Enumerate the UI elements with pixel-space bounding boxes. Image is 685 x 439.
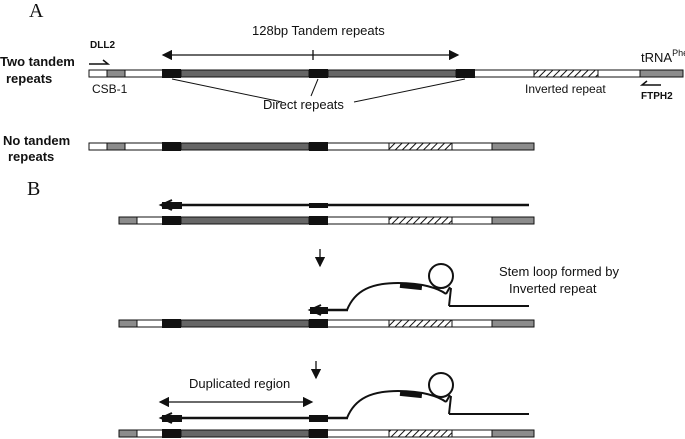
- dna-bar-no-tandem: [88, 142, 535, 151]
- tandem-repeat-span-arrows: [161, 49, 460, 61]
- dna-bar-step3: [118, 429, 535, 438]
- trna-label: tRNAPhe: [641, 48, 685, 65]
- dll2-primer-arrow: [89, 59, 111, 65]
- direct-repeats-label: Direct repeats: [263, 97, 344, 112]
- ftph2-primer-label: FTPH2: [641, 91, 673, 102]
- inverted-repeat-label: Inverted repeat: [525, 82, 606, 96]
- row-label-two-tandem-line1: Two tandem: [0, 54, 75, 69]
- ftph2-primer-arrow: [639, 80, 661, 86]
- row-label-two-tandem-line2: repeats: [6, 71, 52, 86]
- dll2-primer-label: DLL2: [90, 40, 115, 51]
- stem-loop-label-line1: Stem loop formed by: [499, 264, 619, 279]
- dna-bar-two-tandem: [88, 69, 684, 78]
- direct-repeats-pointer-lines: [171, 78, 466, 103]
- nascent-strand-step2: [307, 263, 529, 316]
- panel-label-b: B: [27, 178, 40, 200]
- stem-loop-label-line2: Inverted repeat: [509, 281, 597, 296]
- dna-bar-step1: [118, 216, 535, 225]
- csb1-label: CSB-1: [92, 82, 128, 96]
- nascent-strand-step3: [158, 372, 529, 424]
- dna-bar-step2: [118, 319, 535, 328]
- nascent-strand-step1: [158, 199, 529, 211]
- duplicated-region-label: Duplicated region: [189, 376, 290, 391]
- row-label-no-tandem-line2: repeats: [8, 149, 54, 164]
- panel-label-a: A: [29, 0, 44, 22]
- tandem-repeats-label: 128bp Tandem repeats: [252, 23, 385, 38]
- row-label-no-tandem-line1: No tandem: [3, 133, 70, 148]
